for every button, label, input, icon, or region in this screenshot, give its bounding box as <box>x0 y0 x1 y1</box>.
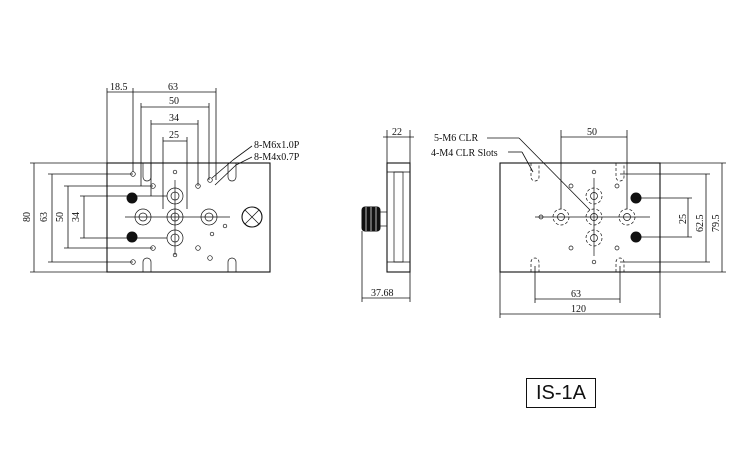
bottom-dim-79-5: 79.5 <box>711 215 722 233</box>
model-label: IS-1A <box>526 378 596 408</box>
side-dim-37-68: 37.68 <box>371 288 394 299</box>
front-knob <box>241 206 263 228</box>
front-dim-18-5: 18.5 <box>110 82 128 93</box>
front-slot-bottom-right <box>227 257 237 272</box>
bottom-view-outline <box>499 162 661 273</box>
front-view: 18.5 63 50 34 25 80 63 50 34 <box>22 82 300 273</box>
front-dim-80: 80 <box>22 212 33 222</box>
bottom-dim-50: 50 <box>587 127 597 138</box>
bottom-dim-63: 63 <box>571 289 581 300</box>
front-dim-25: 25 <box>169 130 179 141</box>
bottom-slot-top-right <box>615 163 625 182</box>
front-lock-screw-top <box>126 192 138 204</box>
front-dim-63: 63 <box>168 82 178 93</box>
front-dims-left: 80 63 50 34 <box>22 162 167 273</box>
front-slot-top-right <box>227 163 237 182</box>
front-view-outline <box>106 162 271 273</box>
bottom-slot-top-left <box>530 163 540 182</box>
callout-tapped-m6: 8-M6x1.0P <box>254 140 300 151</box>
bottom-view: 50 25 62.5 79.5 63 120 5-M6 CLR 4-M4 CLR… <box>431 127 726 318</box>
front-dim-50-v: 50 <box>55 212 66 222</box>
bottom-slot-bottom-left <box>530 257 540 272</box>
bottom-dim-25: 25 <box>678 214 689 224</box>
callout-clr-m6: 5-M6 CLR <box>434 133 479 144</box>
side-view: 22 37.68 <box>361 127 414 302</box>
side-dim-22: 22 <box>392 127 402 138</box>
side-body <box>386 162 411 273</box>
front-dims-top: 18.5 63 50 34 25 <box>106 82 217 209</box>
bottom-dim-120: 120 <box>571 304 586 315</box>
front-dim-63-v: 63 <box>39 212 50 222</box>
front-dim-50: 50 <box>169 96 179 107</box>
front-lock-screw-bottom <box>126 231 138 243</box>
front-slot-top-left <box>142 163 152 182</box>
front-slot-bottom-left <box>142 257 152 272</box>
front-callouts: 8-M6x1.0P 8-M4x0.7P <box>211 140 300 186</box>
front-dim-34: 34 <box>169 113 179 124</box>
front-dim-34-v: 34 <box>71 212 82 222</box>
bottom-dim-62-5: 62.5 <box>695 215 706 233</box>
callout-tapped-m4: 8-M4x0.7P <box>254 152 300 163</box>
callout-clr-m4-slots: 4-M4 CLR Slots <box>431 148 498 159</box>
